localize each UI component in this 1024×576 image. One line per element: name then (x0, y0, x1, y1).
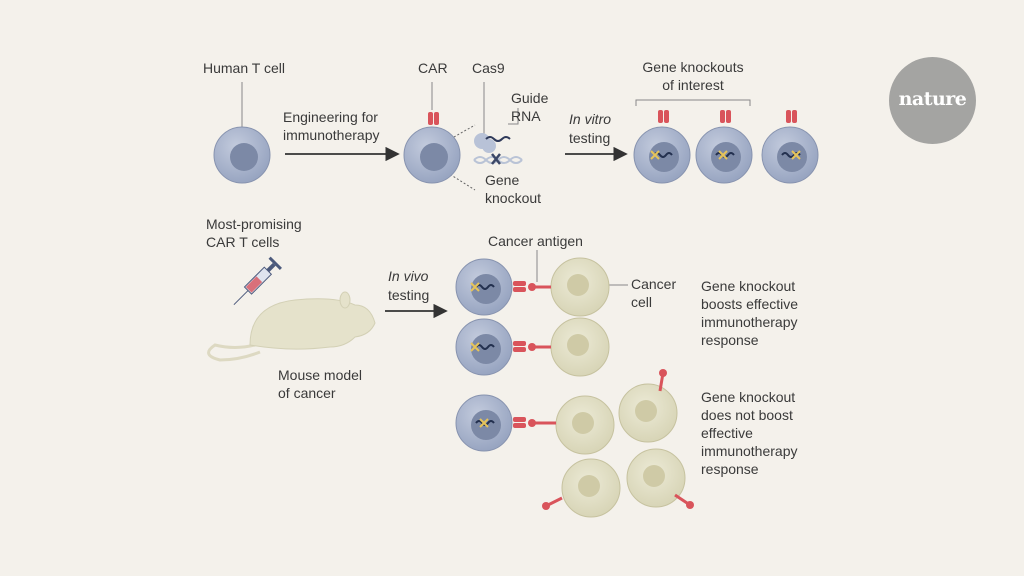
label-testing-2: testing (388, 287, 430, 303)
car-t-cell (455, 394, 513, 452)
label-mouse-model: Mouse model of cancer (278, 367, 363, 401)
antigen-head (659, 369, 667, 377)
cancer-cell (550, 257, 610, 317)
knockout-t-cell (633, 110, 691, 184)
label-cancer-cell: Cancer cell (631, 276, 677, 310)
label-engineering: Engineering for immunotherapy (283, 109, 380, 143)
car-t-cell (455, 318, 513, 376)
label-boosts-response: Gene knockout boosts effective immunothe… (701, 278, 799, 348)
nature-logo: nature (889, 57, 976, 144)
cancer-cell (550, 317, 610, 377)
car-t-cell (455, 258, 513, 316)
nature-logo-text: nature (898, 88, 967, 110)
label-gene-knockouts-interest: Gene knockouts of interest (642, 59, 744, 93)
engineered-t-cell (403, 112, 461, 184)
label-gene-knockout: Gene knockout (485, 172, 542, 206)
antigen-head (542, 502, 550, 510)
zoom-lines (439, 124, 476, 191)
car-antigen-binding (513, 417, 556, 428)
label-car: CAR (418, 60, 448, 76)
cancer-cell (561, 458, 621, 518)
mouse-illustration (207, 291, 376, 362)
label-most-promising: Most-promising CAR T cells (206, 216, 302, 250)
label-not-boost-response: Gene knockout does not boost effective i… (701, 389, 798, 477)
syringe-icon (233, 256, 282, 306)
knockout-t-cell (761, 110, 819, 184)
dna-knockout (473, 153, 523, 165)
cancer-cell (555, 395, 615, 455)
label-in-vitro: In vitro (569, 111, 612, 127)
car-antigen-binding (513, 281, 551, 292)
knockout-t-cell (695, 110, 753, 184)
cas9-complex (474, 133, 511, 153)
antigen-head (686, 501, 694, 509)
label-cancer-antigen: Cancer antigen (488, 233, 583, 249)
car-antigen-binding (513, 341, 551, 352)
human-t-cell (213, 126, 271, 184)
label-in-vivo: In vivo (388, 268, 429, 284)
label-guide-rna: Guide RNA (511, 90, 549, 124)
label-human-t-cell: Human T cell (203, 60, 285, 76)
cancer-cell (618, 383, 678, 443)
cancer-cell (626, 448, 686, 508)
label-cas9: Cas9 (472, 60, 505, 76)
label-testing-1: testing (569, 130, 611, 146)
